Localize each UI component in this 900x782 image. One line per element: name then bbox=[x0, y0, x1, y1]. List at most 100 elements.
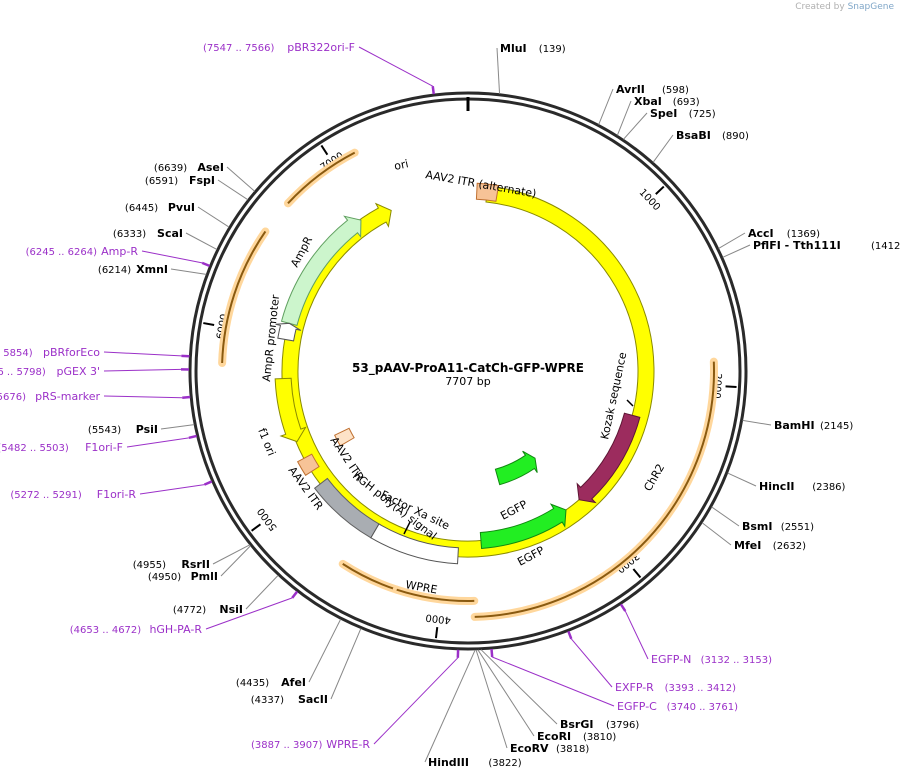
enzyme-leader bbox=[623, 112, 648, 140]
enzyme-leader bbox=[480, 649, 558, 725]
enzyme-position: (4772) bbox=[173, 605, 206, 616]
enzyme-rsrii[interactable]: RsrII(4955) bbox=[133, 544, 251, 571]
feature-ampr[interactable] bbox=[280, 215, 362, 326]
enzyme-ecori[interactable]: EcoRI(3810) bbox=[477, 649, 616, 743]
enzyme-pflfi-tth111i[interactable]: PflFI - Tth111I(1412) bbox=[722, 239, 900, 258]
feature-f1-ori[interactable] bbox=[274, 377, 307, 443]
enzyme-spei[interactable]: SpeI(725) bbox=[623, 107, 716, 140]
primer-range: (3740 .. 3761) bbox=[667, 702, 739, 713]
feature-hgh-poly-a-signal[interactable] bbox=[313, 477, 380, 539]
primer-pbrforeco[interactable]: pBRforEco (5836 .. 5854) bbox=[0, 346, 190, 359]
enzyme-bamhi[interactable]: BamHI(2145) bbox=[742, 419, 854, 432]
feature-label: WPRE bbox=[404, 578, 438, 596]
feature-shape bbox=[333, 427, 355, 447]
feature-wpre[interactable] bbox=[370, 523, 459, 565]
enzyme-leader bbox=[718, 232, 746, 249]
primer-hgh-pa-r[interactable]: hGH-PA-R(4653 .. 4672) bbox=[70, 590, 299, 636]
primer-f1ori-r[interactable]: F1ori-R(5272 .. 5291) bbox=[10, 480, 213, 501]
enzyme-leader bbox=[727, 472, 757, 487]
primer-pbr322ori-f[interactable]: pBR322ori-F(7547 .. 7566) bbox=[203, 41, 435, 95]
enzyme-pvui[interactable]: PvuI(6445) bbox=[125, 201, 230, 228]
enzyme-position: (6214) bbox=[98, 265, 131, 276]
enzyme-sacii[interactable]: SacII(4337) bbox=[251, 628, 362, 706]
credit-prefix: Created by bbox=[795, 2, 845, 12]
enzyme-mfei[interactable]: MfeI(2632) bbox=[701, 522, 806, 552]
enzyme-xmni[interactable]: XmnI (6214) bbox=[98, 263, 207, 276]
primer-leader bbox=[126, 437, 189, 448]
feature-shape bbox=[576, 412, 641, 504]
primer-egfp-n[interactable]: EGFP-N(3132 .. 3153) bbox=[619, 603, 772, 666]
enzyme-name: XmnI bbox=[136, 263, 168, 276]
primer-mark bbox=[619, 603, 627, 612]
enzyme-position: (2551) bbox=[781, 522, 814, 533]
snapgene-logo: SnapGene bbox=[847, 2, 894, 12]
primer-range: (5836 .. 5854) bbox=[0, 348, 33, 359]
primer-leader bbox=[570, 638, 613, 688]
feature-ampr-promoter[interactable] bbox=[275, 322, 302, 342]
enzyme-leader bbox=[197, 206, 230, 228]
primer-exfp-r[interactable]: EXFP-R(3393 .. 3412) bbox=[567, 630, 737, 694]
enzyme-asei[interactable]: AseI(6639) bbox=[154, 161, 255, 192]
enzyme-name: HincII bbox=[759, 480, 795, 493]
enzyme-hincii[interactable]: HincII(2386) bbox=[727, 472, 846, 493]
enzyme-leader bbox=[711, 506, 740, 527]
feature-shape bbox=[296, 453, 320, 476]
orf-halo bbox=[218, 227, 270, 368]
enzyme-acci[interactable]: AccI(1369) bbox=[718, 227, 821, 249]
feature-aav2-itr[interactable] bbox=[333, 427, 355, 447]
primer-name: pBRforEco bbox=[43, 346, 100, 359]
enzyme-ecorv[interactable]: EcoRV(3818) bbox=[475, 649, 589, 755]
primer-amp-r[interactable]: Amp-R(6245 .. 6264) bbox=[26, 245, 211, 268]
enzyme-psii[interactable]: PsiI (5543) bbox=[88, 423, 195, 436]
enzyme-leader bbox=[226, 166, 255, 192]
enzyme-name: PsiI bbox=[136, 423, 158, 436]
enzyme-xbai[interactable]: XbaI(693) bbox=[616, 95, 700, 136]
feature-shape bbox=[494, 450, 538, 486]
primer-f1ori-f[interactable]: F1ori-F(5482 .. 5503) bbox=[0, 434, 197, 454]
enzyme-name: BsrGI bbox=[560, 718, 593, 731]
enzyme-afei[interactable]: AfeI(4435) bbox=[236, 619, 342, 689]
enzyme-position: (4955) bbox=[133, 560, 166, 571]
feature-egfp[interactable] bbox=[494, 450, 538, 486]
enzyme-pmli[interactable]: PmlI(4950) bbox=[148, 545, 251, 583]
feature-aav2-itr-alternate[interactable] bbox=[475, 182, 500, 202]
enzyme-mlui[interactable]: MluI(139) bbox=[496, 42, 566, 94]
enzyme-bsmi[interactable]: BsmI(2551) bbox=[711, 506, 815, 533]
primer-range: (3393 .. 3412) bbox=[665, 683, 737, 694]
primer-wpre-r[interactable]: WPRE-R(3887 .. 3907) bbox=[251, 649, 460, 751]
enzyme-position: (5543) bbox=[88, 425, 121, 436]
feature-egfp[interactable] bbox=[479, 503, 567, 550]
feature-shape bbox=[479, 503, 567, 550]
enzyme-nsii[interactable]: NsiI(4772) bbox=[173, 575, 279, 616]
primer-name: WPRE-R bbox=[326, 738, 370, 751]
enzyme-bsrgi[interactable]: BsrGI(3796) bbox=[480, 649, 639, 731]
plasmid-name: 53_pAAV-ProA11-CatCh-GFP-WPRE bbox=[352, 361, 584, 376]
kozak-mark bbox=[626, 399, 634, 407]
enzyme-position: (6639) bbox=[154, 163, 187, 174]
enzyme-leader bbox=[496, 47, 501, 94]
feature-shape bbox=[280, 215, 362, 326]
tick-1000 bbox=[655, 185, 665, 195]
enzyme-leader bbox=[701, 522, 732, 546]
feature-shape bbox=[275, 322, 302, 342]
feature-chr2[interactable] bbox=[576, 412, 641, 504]
primer-egfp-c[interactable]: EGFP-C (3740 .. 3761) bbox=[490, 648, 739, 713]
tick-label: 5000 bbox=[256, 505, 280, 532]
feature-aav2-itr[interactable] bbox=[296, 453, 320, 476]
primer-name: EGFP-C bbox=[617, 700, 657, 713]
enzyme-name: SpeI bbox=[650, 107, 677, 120]
primer-mark bbox=[431, 86, 435, 95]
primer-prs-marker[interactable]: pRS-marker(5657 .. 5676) bbox=[0, 390, 191, 403]
primer-name: pGEX 3' bbox=[56, 365, 100, 378]
enzyme-position: (2145) bbox=[820, 421, 853, 432]
enzyme-scai[interactable]: ScaI(6333) bbox=[113, 227, 218, 250]
enzyme-bsabi[interactable]: BsaBI(890) bbox=[652, 129, 749, 163]
enzyme-fspi[interactable]: FspI(6591) bbox=[145, 174, 249, 201]
enzyme-avrii[interactable]: AvrII(598) bbox=[598, 83, 689, 125]
primer-leader bbox=[103, 368, 182, 372]
primer-pgex-3[interactable]: pGEX 3'(5776 .. 5798) bbox=[0, 365, 190, 378]
enzyme-hindiii[interactable]: HindIII(3822) bbox=[424, 649, 522, 769]
feature-label: ChR2 bbox=[641, 462, 667, 494]
enzyme-position: (693) bbox=[673, 97, 700, 108]
